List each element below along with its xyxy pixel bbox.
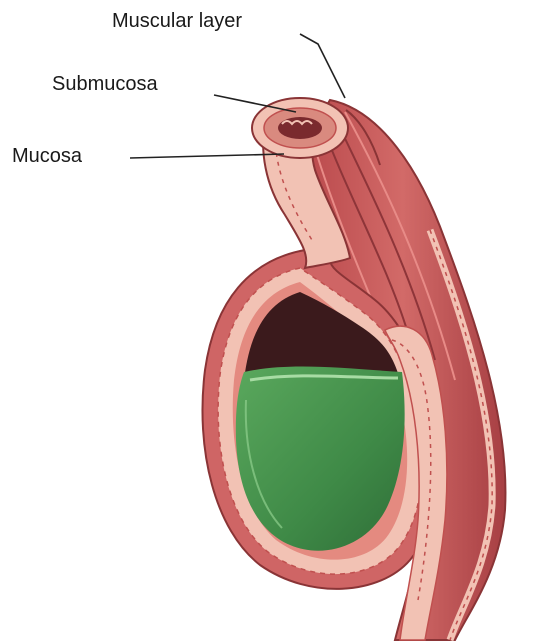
label-submucosa: Submucosa	[52, 72, 158, 96]
label-muscular-layer: Muscular layer	[112, 9, 242, 33]
label-mucosa: Mucosa	[12, 144, 82, 168]
leader-mucosa	[130, 154, 284, 158]
leader-muscular	[300, 34, 345, 98]
